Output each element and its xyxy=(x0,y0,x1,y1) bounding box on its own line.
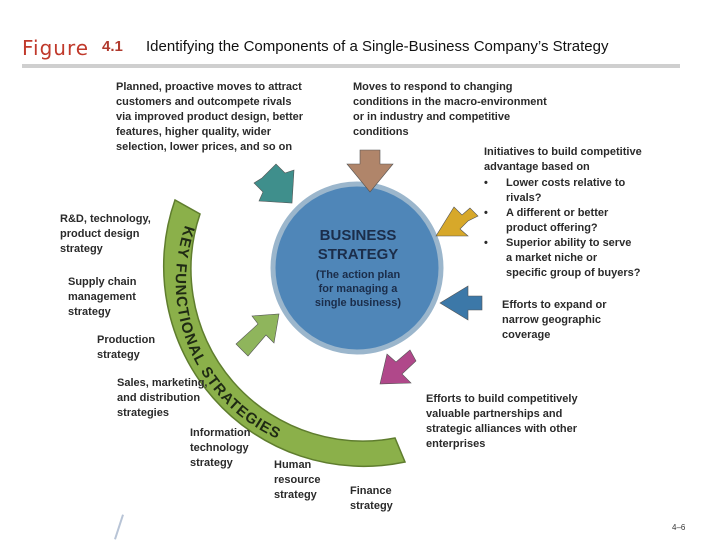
functional-line: product design xyxy=(60,228,140,240)
functional-line: and distribution xyxy=(117,392,201,404)
center-title-line2: STRATEGY xyxy=(317,246,399,263)
functional-line: Production xyxy=(97,334,156,346)
proactive-line: Planned, proactive moves to attract xyxy=(116,81,302,93)
functional-line: technology xyxy=(190,442,249,454)
arrow-alliances xyxy=(379,349,417,385)
bullet-line: specific group of buyers? xyxy=(506,267,641,279)
functional-line: strategies xyxy=(117,407,169,419)
functional-line: strategy xyxy=(97,349,140,361)
bullet-line: Lower costs relative to xyxy=(506,177,626,189)
responsive-line: Moves to respond to changing xyxy=(353,81,513,93)
functional-line: strategy xyxy=(350,500,393,512)
bullet-line: A different or better xyxy=(506,207,609,219)
initiatives-bullets: • Lower costs relative to rivals? • A di… xyxy=(484,176,654,281)
geographic-coverage-label: Efforts to expand or narrow geographic c… xyxy=(502,298,607,343)
center-sub-line3: single business) xyxy=(314,297,402,309)
expand-line: narrow geographic xyxy=(502,314,602,326)
functional-line: Sales, marketing, xyxy=(117,377,208,389)
proactive-line: selection, lower prices, and so on xyxy=(116,141,293,153)
alliances-line: Efforts to build competitively xyxy=(426,393,578,405)
proactive-line: customers and outcompete rivals xyxy=(116,96,292,108)
expand-line: coverage xyxy=(502,329,551,341)
responsive-line: conditions in the macro-environment xyxy=(353,96,547,108)
center-title-line1: BUSINESS xyxy=(319,227,397,244)
sales-strategy-label: Sales, marketing, and distribution strat… xyxy=(117,376,208,421)
functional-line: Finance xyxy=(350,485,392,497)
responsive-line: or in industry and competitive xyxy=(353,111,511,123)
production-strategy-label: Production strategy xyxy=(97,333,155,363)
functional-line: Information xyxy=(190,427,251,439)
functional-line: strategy xyxy=(68,306,111,318)
proactive-line: via improved product design, better xyxy=(116,111,304,123)
center-sub-line2: for managing a xyxy=(318,283,398,295)
arrow-competitive-advantage xyxy=(435,206,479,237)
finance-strategy-label: Finance strategy xyxy=(350,484,393,514)
bullet-line: Superior ability to serve xyxy=(506,237,632,249)
proactive-line: features, higher quality, wider xyxy=(116,126,272,138)
page-number: 4–6 xyxy=(672,523,686,532)
supply-chain-strategy-label: Supply chain management strategy xyxy=(68,275,136,320)
bullet-item: • A different or better product offering… xyxy=(484,206,654,236)
bullet-line: a market niche or xyxy=(506,252,598,264)
functional-line: resource xyxy=(274,474,321,486)
expand-line: Efforts to expand or xyxy=(502,299,607,311)
functional-line: strategy xyxy=(60,243,103,255)
bullet-line: rivals? xyxy=(506,192,542,204)
figure-title: Identifying the Components of a Single-B… xyxy=(146,38,609,55)
alliances-line: strategic alliances with other xyxy=(426,423,577,435)
functional-strategies-arc xyxy=(162,198,407,467)
bullet-item: • Lower costs relative to rivals? xyxy=(484,176,654,206)
functional-line: management xyxy=(68,291,136,303)
business-strategy-circle xyxy=(270,181,444,355)
business-strategy-label: BUSINESS STRATEGY (The action plan for m… xyxy=(296,226,420,310)
human-resource-strategy-label: Human resource strategy xyxy=(274,458,320,503)
responsive-line: conditions xyxy=(353,126,409,138)
initiatives-heading-line: advantage based on xyxy=(484,161,590,173)
initiatives-heading: Initiatives to build competitive advanta… xyxy=(484,145,642,175)
alliances-line: enterprises xyxy=(426,438,486,450)
functional-line: Human xyxy=(274,459,312,471)
bullet-item: • Superior ability to serve a market nic… xyxy=(484,236,654,281)
center-sub-line1: (The action plan xyxy=(315,269,401,281)
alliances-label: Efforts to build competitively valuable … xyxy=(426,392,578,452)
bullet-marker: • xyxy=(484,207,488,219)
bullet-line: product offering? xyxy=(506,222,598,234)
header-rule xyxy=(22,64,680,68)
proactive-moves-label: Planned, proactive moves to attract cust… xyxy=(116,80,303,155)
alliances-line: valuable partnerships and xyxy=(426,408,563,420)
responsive-moves-label: Moves to respond to changing conditions … xyxy=(353,80,547,140)
functional-line: R&D, technology, xyxy=(60,213,151,225)
figure-number: 4.1 xyxy=(102,38,123,55)
functional-line: strategy xyxy=(190,457,233,469)
figure-word: Figure xyxy=(22,36,90,60)
bullet-marker: • xyxy=(484,237,488,249)
arrow-responsive-moves xyxy=(346,149,394,193)
center-subtitle: (The action plan for managing a single b… xyxy=(296,268,420,310)
information-technology-strategy-label: Information technology strategy xyxy=(190,426,251,471)
functional-line: Supply chain xyxy=(68,276,137,288)
bullet-marker: • xyxy=(484,177,488,189)
arrow-geographic-coverage xyxy=(439,285,483,321)
rnd-strategy-label: R&D, technology, product design strategy xyxy=(60,212,151,257)
arrow-proactive-moves xyxy=(253,163,295,204)
arrow-functional-strategies xyxy=(235,313,280,357)
initiatives-heading-line: Initiatives to build competitive xyxy=(484,146,642,158)
functional-line: strategy xyxy=(274,489,317,501)
